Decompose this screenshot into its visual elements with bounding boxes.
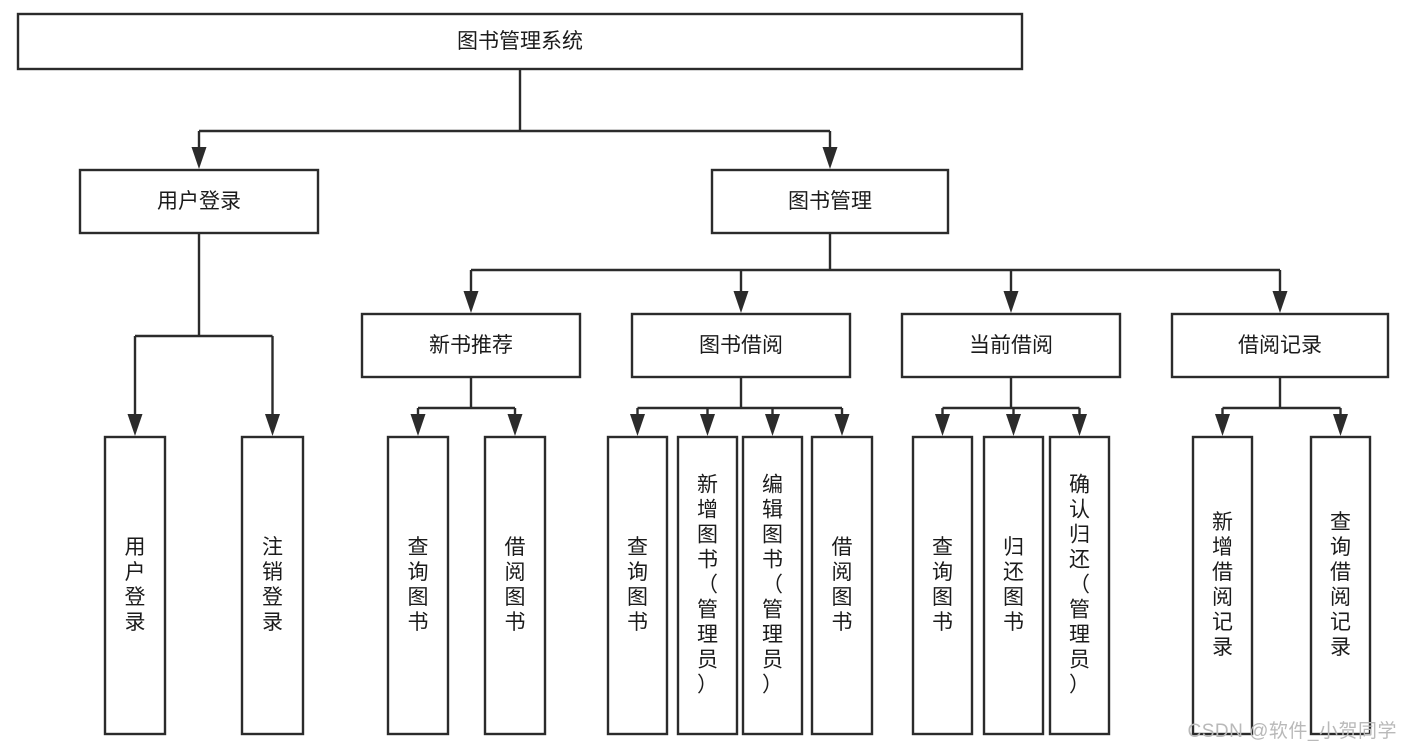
node-label: 新增借阅记录 bbox=[1212, 511, 1233, 659]
node-box[interactable] bbox=[741, 435, 804, 736]
connector-group bbox=[410, 377, 523, 436]
arrow-head-icon bbox=[1006, 414, 1021, 436]
node-label: 图书管理 bbox=[788, 190, 872, 213]
node-leaf-query-record[interactable]: 查询借阅记录 bbox=[1309, 435, 1372, 736]
node-label: 当前借阅 bbox=[969, 334, 1053, 357]
node-leaf-user-login[interactable]: 用户登录 bbox=[103, 435, 167, 736]
arrow-head-icon bbox=[1072, 414, 1087, 436]
node-new-book-rec[interactable]: 新书推荐 bbox=[360, 312, 582, 379]
node-label: 查询借阅记录 bbox=[1330, 511, 1351, 659]
node-box[interactable] bbox=[103, 435, 167, 736]
node-leaf-edit-book[interactable]: 编辑图书（管理员） bbox=[741, 435, 804, 736]
node-box[interactable] bbox=[710, 168, 950, 235]
node-label: 编辑图书（管理员） bbox=[762, 474, 783, 697]
node-label: 图书管理系统 bbox=[457, 30, 583, 53]
node-label: 借阅图书 bbox=[505, 536, 526, 634]
node-box[interactable] bbox=[630, 312, 852, 379]
node-label: 借阅记录 bbox=[1238, 334, 1322, 357]
node-box[interactable] bbox=[483, 435, 547, 736]
node-label: 用户登录 bbox=[125, 536, 146, 634]
node-box[interactable] bbox=[982, 435, 1045, 736]
node-leaf-query-book-2[interactable]: 查询图书 bbox=[606, 435, 669, 736]
node-box[interactable] bbox=[676, 435, 739, 736]
node-label: 注销登录 bbox=[262, 536, 283, 634]
node-leaf-borrow-book-2[interactable]: 借阅图书 bbox=[810, 435, 874, 736]
node-leaf-return-book[interactable]: 归还图书 bbox=[982, 435, 1045, 736]
connector-group bbox=[935, 377, 1087, 436]
node-leaf-query-book-3[interactable]: 查询图书 bbox=[911, 435, 974, 736]
node-leaf-confirm-return[interactable]: 确认归还（管理员） bbox=[1048, 435, 1111, 736]
arrow-head-icon bbox=[1215, 414, 1230, 436]
connector-group bbox=[463, 233, 1288, 313]
node-box[interactable] bbox=[1309, 435, 1372, 736]
node-current-borrow[interactable]: 当前借阅 bbox=[900, 312, 1122, 379]
node-label: 图书借阅 bbox=[699, 334, 783, 357]
node-box[interactable] bbox=[1048, 435, 1111, 736]
node-box[interactable] bbox=[606, 435, 669, 736]
node-box[interactable] bbox=[810, 435, 874, 736]
node-box[interactable] bbox=[360, 312, 582, 379]
arrow-head-icon bbox=[127, 414, 143, 436]
arrow-head-icon bbox=[822, 147, 838, 169]
node-book-manage[interactable]: 图书管理 bbox=[710, 168, 950, 235]
node-leaf-add-book[interactable]: 新增图书（管理员） bbox=[676, 435, 739, 736]
connector-group bbox=[630, 377, 850, 436]
node-label: 新增图书（管理员） bbox=[697, 474, 718, 697]
arrow-head-icon bbox=[630, 414, 645, 436]
arrow-head-icon bbox=[507, 414, 523, 436]
node-box[interactable] bbox=[16, 12, 1024, 71]
node-box[interactable] bbox=[900, 312, 1122, 379]
node-book-borrow[interactable]: 图书借阅 bbox=[630, 312, 852, 379]
node-label: 查询图书 bbox=[408, 536, 429, 634]
node-box[interactable] bbox=[78, 168, 320, 235]
arrow-head-icon bbox=[410, 414, 426, 436]
watermark-label: CSDN @软件_小贺同学 bbox=[1187, 721, 1397, 742]
connector-group bbox=[191, 69, 838, 169]
connector-group bbox=[1215, 377, 1348, 436]
node-label: 新书推荐 bbox=[429, 334, 513, 357]
node-box[interactable] bbox=[1170, 312, 1390, 379]
node-label: 用户登录 bbox=[157, 190, 241, 213]
arrow-head-icon bbox=[733, 291, 749, 313]
arrow-head-icon bbox=[1272, 291, 1288, 313]
node-label: 借阅图书 bbox=[832, 536, 853, 634]
node-label: 确认归还（管理员） bbox=[1069, 474, 1090, 697]
node-user-login[interactable]: 用户登录 bbox=[78, 168, 320, 235]
node-leaf-logout[interactable]: 注销登录 bbox=[240, 435, 305, 736]
arrow-head-icon bbox=[700, 414, 715, 436]
arrow-head-icon bbox=[1003, 291, 1019, 313]
node-box[interactable] bbox=[1191, 435, 1254, 736]
node-borrow-record[interactable]: 借阅记录 bbox=[1170, 312, 1390, 379]
node-leaf-query-book-1[interactable]: 查询图书 bbox=[386, 435, 450, 736]
connector-group bbox=[127, 233, 280, 436]
node-label: 归还图书 bbox=[1003, 536, 1024, 634]
arrow-head-icon bbox=[265, 414, 280, 436]
node-layer: 图书管理系统用户登录图书管理新书推荐图书借阅当前借阅借阅记录用户登录注销登录查询… bbox=[16, 12, 1390, 736]
node-label: 查询图书 bbox=[627, 536, 648, 634]
node-box[interactable] bbox=[240, 435, 305, 736]
node-leaf-add-record[interactable]: 新增借阅记录 bbox=[1191, 435, 1254, 736]
arrow-head-icon bbox=[765, 414, 780, 436]
node-leaf-borrow-book-1[interactable]: 借阅图书 bbox=[483, 435, 547, 736]
connector-layer bbox=[127, 69, 1348, 436]
arrow-head-icon bbox=[834, 414, 850, 436]
arrow-head-icon bbox=[463, 291, 479, 313]
node-root[interactable]: 图书管理系统 bbox=[16, 12, 1024, 71]
node-label: 查询图书 bbox=[932, 536, 953, 634]
arrow-head-icon bbox=[1333, 414, 1348, 436]
arrow-head-icon bbox=[935, 414, 950, 436]
node-box[interactable] bbox=[386, 435, 450, 736]
node-box[interactable] bbox=[911, 435, 974, 736]
arrow-head-icon bbox=[191, 147, 207, 169]
